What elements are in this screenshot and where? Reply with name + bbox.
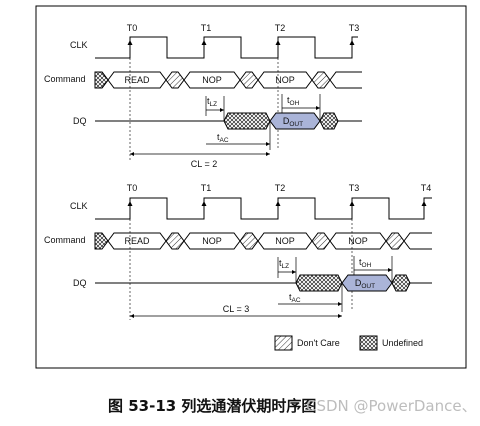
dq-label: DQ — [73, 278, 87, 288]
command-nop: NOP — [202, 75, 222, 85]
tick-label: T0 — [127, 23, 138, 33]
dont-care-swatch — [274, 335, 293, 351]
dq-label: DQ — [73, 116, 87, 126]
dq-waveform — [95, 112, 362, 130]
undefined-swatch — [359, 335, 378, 351]
clk-waveform — [95, 197, 432, 220]
toh-label: tOH — [287, 95, 300, 107]
legend: Don't Care Undefined — [274, 335, 423, 351]
command-bus — [94, 232, 432, 250]
cl-label: CL = 2 — [191, 159, 217, 169]
tick-label: T1 — [201, 23, 212, 33]
diagram-cl3: T0 T1 T2 T3 T4 CLK Command DQ — [44, 183, 432, 320]
timing-arrows — [130, 268, 392, 318]
dout-label: DOUT — [355, 278, 375, 290]
diagram-frame — [35, 5, 467, 369]
command-read: READ — [124, 75, 150, 85]
tick-label: T1 — [201, 183, 212, 193]
tick-label: T4 — [421, 183, 432, 193]
tlz-label: tLZ — [279, 258, 289, 270]
diagram-cl2: T0 T1 T2 T3 CLK Command DQ R — [44, 23, 362, 169]
clk-edge-arrows — [127, 201, 427, 206]
watermark: CSDN @PowerDance、 — [306, 397, 477, 415]
command-read: READ — [124, 236, 150, 246]
clk-label: CLK — [70, 40, 88, 50]
undefined-label: Undefined — [382, 338, 423, 348]
command-nop: NOP — [275, 236, 295, 246]
command-label: Command — [44, 74, 86, 84]
clk-waveform — [95, 36, 358, 59]
dq-waveform — [95, 274, 432, 292]
dont-care-label: Don't Care — [297, 338, 340, 348]
command-nop: NOP — [348, 236, 368, 246]
toh-label: tOH — [359, 257, 372, 269]
tick-label: T3 — [349, 23, 360, 33]
command-bus — [94, 71, 362, 89]
timing-arrows — [130, 106, 320, 156]
cl-label: CL = 3 — [223, 304, 249, 314]
tlz-label: tLZ — [207, 96, 217, 108]
command-nop: NOP — [202, 236, 222, 246]
tick-label: T0 — [127, 183, 138, 193]
timing-annotations — [130, 94, 321, 155]
tac-label: tAC — [217, 132, 229, 144]
tac-label: tAC — [289, 292, 301, 304]
figure-caption: 图 53-13 列选通潜伏期时序图 — [108, 397, 316, 415]
tick-label: T2 — [275, 183, 286, 193]
tick-label: T2 — [275, 23, 286, 33]
tick-guide — [129, 38, 279, 160]
tick-label: T3 — [349, 183, 360, 193]
dout-label: DOUT — [283, 116, 303, 128]
clk-label: CLK — [70, 201, 88, 211]
command-label: Command — [44, 235, 86, 245]
command-nop: NOP — [275, 75, 295, 85]
timing-annotations — [130, 256, 393, 317]
